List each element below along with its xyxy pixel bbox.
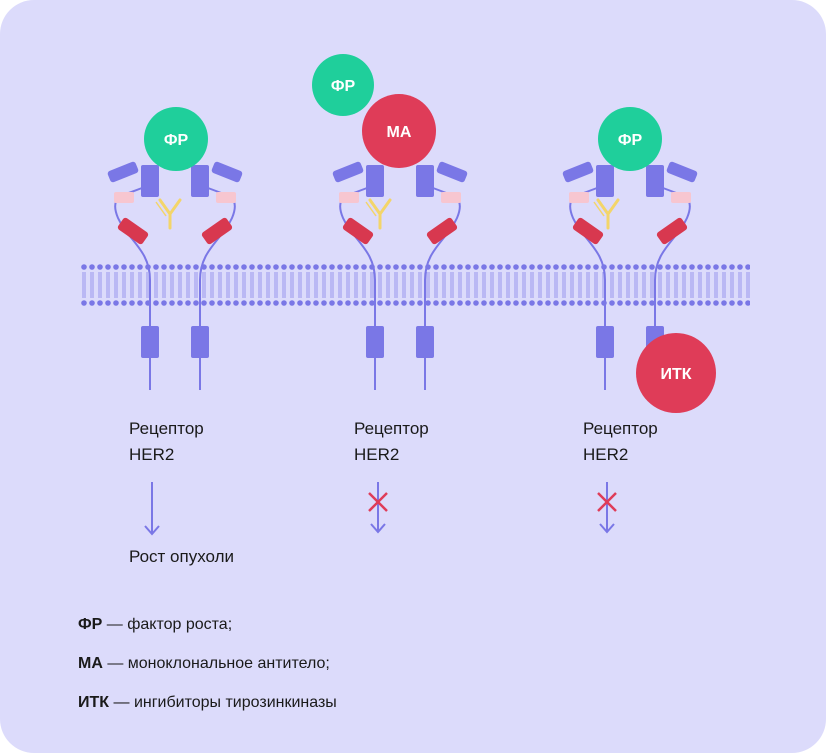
her2-receptor-dimer-2 [332, 161, 468, 390]
growth-factor-label: ФР [618, 132, 643, 149]
growth-factor-label: ФР [164, 132, 189, 149]
arrow-down-icon [144, 482, 160, 536]
monoclonal-antibody-circle: МА [362, 94, 436, 168]
growth-factor-circle-3: ФР [598, 107, 662, 171]
growth-factor-circle-2: ФР [312, 54, 374, 116]
tyrosine-kinase-inhibitor-label: ИТК [660, 366, 691, 383]
legend-abbr: МА [78, 655, 103, 672]
her2-receptor-dimer-1 [107, 161, 243, 390]
receptor-label-1: Рецептор HER2 [129, 416, 204, 468]
antibody-icon [365, 198, 392, 230]
legend-abbr: ИТК [78, 694, 110, 711]
legend-item-ma: МА — моноклональное антитело; [78, 655, 330, 673]
legend-abbr: ФР [78, 616, 103, 633]
her2-receptor-dimer-3 [562, 161, 698, 390]
blocked-arrow-icon [597, 482, 617, 534]
blocked-arrow-icon [368, 482, 388, 534]
legend-text: — фактор роста; [102, 616, 233, 633]
receptor-label-line2: HER2 [583, 445, 629, 464]
receptor-label-3: Рецептор HER2 [583, 416, 658, 468]
receptor-label-line1: Рецептор [129, 419, 204, 438]
outcome-label: Рост опухоли [129, 547, 235, 566]
receptor-label-line2: HER2 [129, 445, 175, 464]
receptor-label-line1: Рецептор [583, 419, 658, 438]
legend-text: — моноклональное антитело; [102, 655, 330, 672]
antibody-icon [593, 198, 620, 230]
receptor-label-line1: Рецептор [354, 419, 429, 438]
cell-membrane [80, 262, 750, 308]
monoclonal-antibody-label: МА [387, 124, 412, 141]
receptor-label-2: Рецептор HER2 [354, 416, 429, 468]
tyrosine-kinase-inhibitor-circle: ИТК [636, 333, 716, 413]
legend-text: — ингибиторы тирозинкиназы [109, 694, 337, 711]
receptor-label-line2: HER2 [354, 445, 400, 464]
legend-item-itk: ИТК — ингибиторы тирозинкиназы [78, 694, 337, 712]
antibody-icon [155, 198, 182, 230]
growth-factor-label: ФР [331, 78, 356, 95]
growth-factor-circle-1: ФР [144, 107, 208, 171]
legend-item-fr: ФР — фактор роста; [78, 616, 232, 634]
